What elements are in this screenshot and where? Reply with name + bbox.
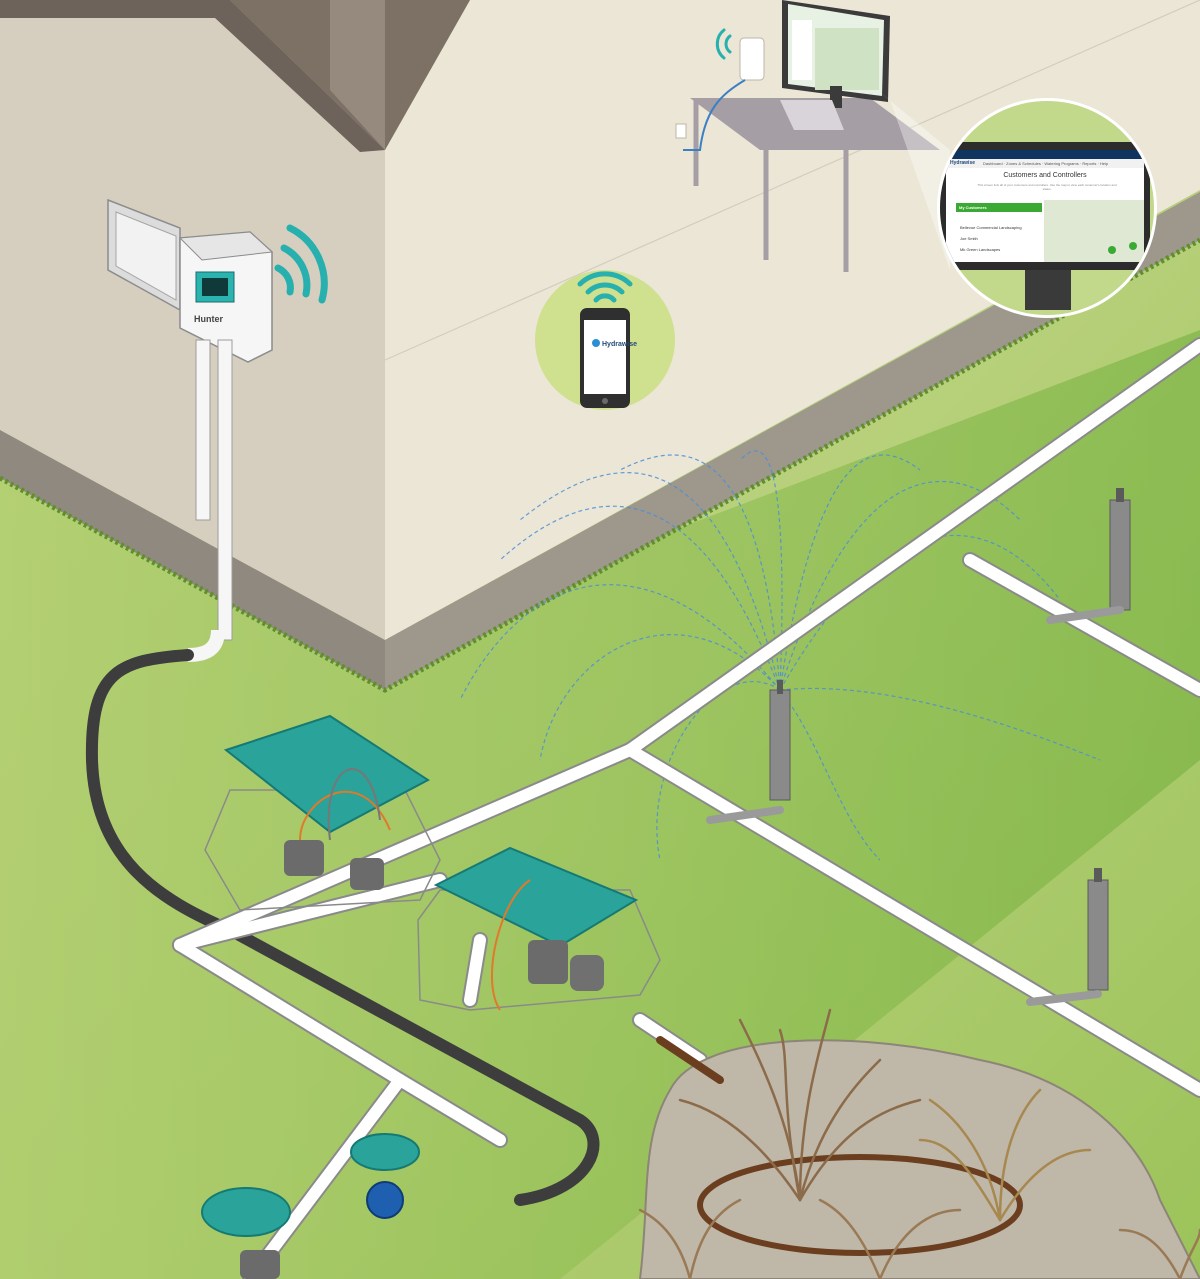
valve-box-lid-3 xyxy=(201,1187,291,1237)
callout-page-title: Customers and Controllers xyxy=(1003,172,1087,179)
sprinkler-head-1 xyxy=(706,680,791,824)
callout-nav: Dashboard · Zones & Schedules · Watering… xyxy=(983,161,1109,166)
grass-edge xyxy=(0,237,1200,693)
monitor-callout xyxy=(875,88,1157,318)
conduit-right xyxy=(217,339,233,641)
callout-intro-text: This screen lists all of your customers … xyxy=(977,183,1117,191)
valve-box-3 xyxy=(201,1133,420,1279)
router-wifi-icon xyxy=(715,28,732,60)
phone-app-logo: Hydrawise xyxy=(602,341,637,348)
foundation-left xyxy=(0,430,385,690)
phone-wifi-icon xyxy=(577,271,633,303)
nav-item-reports[interactable]: Reports xyxy=(1082,161,1097,166)
keyboard xyxy=(780,100,844,130)
master-valve xyxy=(240,1250,280,1279)
smartphone: Hydrawise xyxy=(535,270,675,410)
irrigation-controller: Hunter xyxy=(107,198,328,662)
nav-item-dashboard[interactable]: Dashboard xyxy=(983,161,1003,166)
nav-item-programs[interactable]: Watering Programs xyxy=(1044,161,1079,166)
solenoid-valve xyxy=(350,858,384,890)
drip-supply-line xyxy=(656,1036,724,1084)
customer-row[interactable]: Bellevue Commercial Landscaping xyxy=(960,225,1022,230)
nav-item-zones[interactable]: Zones & Schedules xyxy=(1006,161,1041,166)
phone-screen xyxy=(584,320,626,394)
customer-row[interactable]: Mk Green Landscapes xyxy=(960,247,1001,252)
roof-eave xyxy=(0,0,385,152)
pressure-regulator xyxy=(570,955,604,991)
foundation-right xyxy=(385,192,1200,690)
drip-tubing xyxy=(697,1154,1023,1256)
conduit-left xyxy=(195,339,211,521)
meter-box-lid xyxy=(350,1133,420,1171)
customer-list: Bellevue Commercial Landscaping Joe Smit… xyxy=(960,222,1042,255)
water-meter xyxy=(366,1181,404,1219)
network-cable xyxy=(683,79,746,151)
drip-zone xyxy=(638,1036,1200,1279)
valve-box-2 xyxy=(417,846,661,1011)
valve-box-lid-2 xyxy=(433,846,639,948)
wifi-router xyxy=(739,37,765,81)
ornamental-grasses xyxy=(638,1008,1200,1279)
valve-box-1 xyxy=(204,714,441,911)
callout-map xyxy=(1044,200,1144,262)
nav-item-help[interactable]: Help xyxy=(1099,161,1109,166)
sprinkler-head-3 xyxy=(1026,868,1109,1006)
pvc-pipe-network xyxy=(172,337,1200,1279)
customer-row[interactable]: Joe Smith xyxy=(960,236,978,241)
wall-siding-line xyxy=(384,0,1200,361)
wall-outlet xyxy=(675,123,687,139)
sprinkler-spray xyxy=(459,450,1101,861)
callout-list-header-bar xyxy=(956,203,1042,212)
office-desk-setup xyxy=(675,0,940,272)
controller-wire-cable xyxy=(85,649,600,1206)
sprinkler-head-2 xyxy=(1046,488,1131,624)
controller-wifi-icon xyxy=(274,224,328,304)
callout-app-logo: Hydrawise xyxy=(950,160,976,166)
roof-facet xyxy=(330,0,385,150)
callout-list-header: My Customers xyxy=(959,205,987,210)
controller-brand: Hunter xyxy=(194,314,223,324)
solenoid-valve xyxy=(528,940,568,984)
solenoid-valve xyxy=(284,840,324,876)
